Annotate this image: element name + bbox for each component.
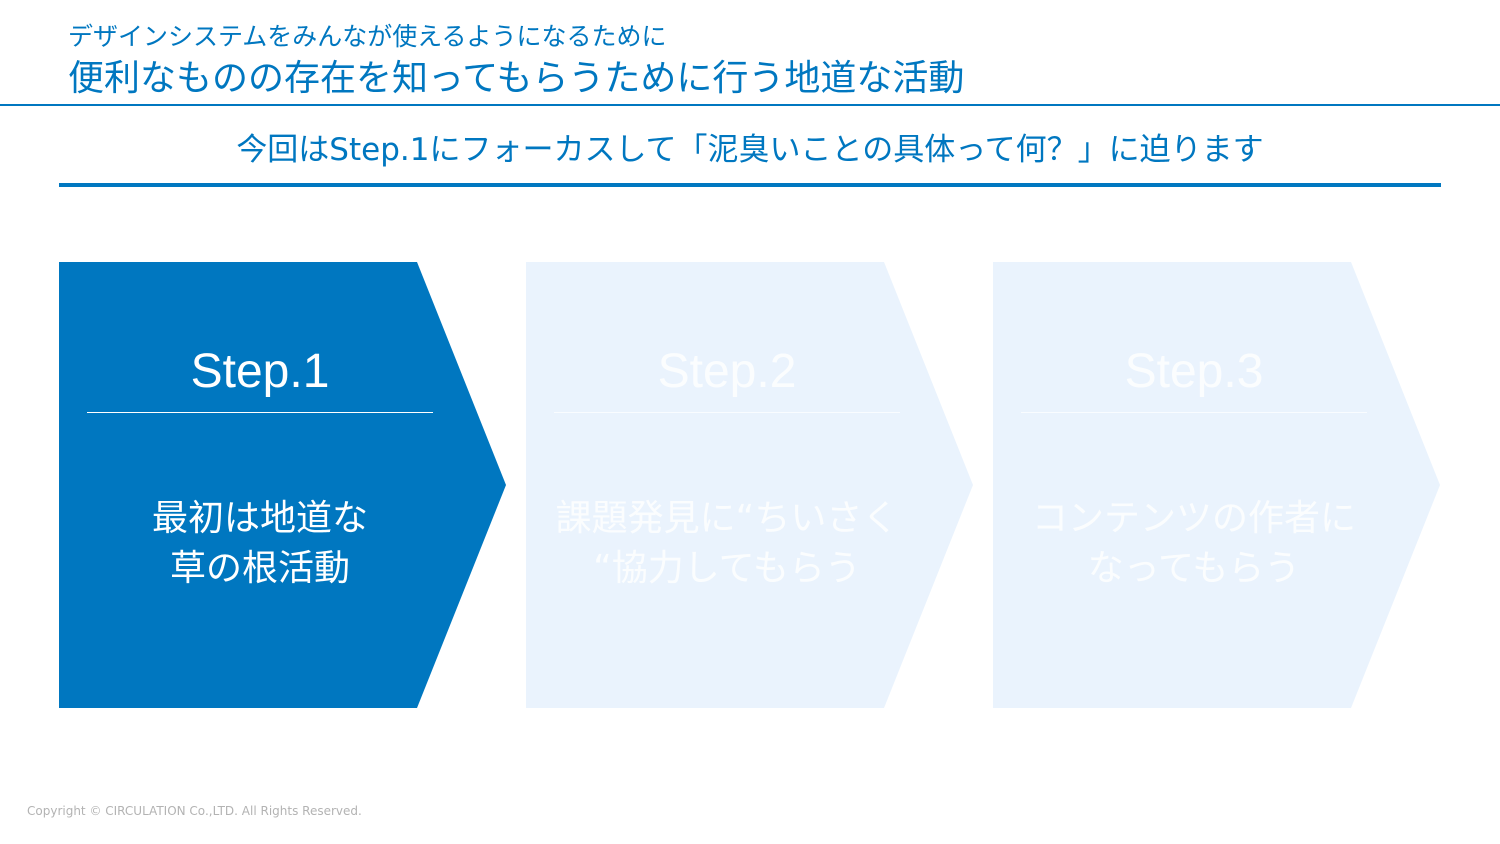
step-1-divider: [87, 412, 433, 413]
step-2-description: 課題発見に“ちいさく “協力してもらう: [547, 494, 907, 594]
step-1-line-1: 最初は地道な: [151, 498, 368, 539]
step-2-divider: [554, 412, 900, 413]
step-3-divider: [1021, 412, 1367, 413]
step-1-arrow-shape: [59, 262, 506, 708]
header-divider: [0, 104, 1500, 106]
step-3-description: コンテンツの作者に なってもらう: [1014, 494, 1374, 594]
slide-title: 便利なものの存在を知ってもらうために行う地道な活動: [68, 58, 965, 99]
step-1-description: 最初は地道な 草の根活動: [80, 494, 440, 594]
step-2-label: Step.2: [657, 345, 797, 398]
deck-subtitle: デザインシステムをみんなが使えるようになるために: [68, 22, 667, 51]
step-3-label: Step.3: [1124, 345, 1264, 398]
copyright-footer: Copyright © CIRCULATION Co.,LTD. All Rig…: [27, 804, 362, 818]
step-1-line-2: 草の根活動: [169, 548, 350, 589]
step-2-arrow-shape: [526, 262, 973, 708]
step-3-arrow-shape: [993, 262, 1440, 708]
step-2-line-1: 課題発見に“ちいさく: [555, 498, 899, 539]
lead-text: 今回はStep.1にフォーカスして「泥臭いことの具体って何？」に迫ります: [236, 132, 1264, 168]
step-1-label: Step.1: [190, 345, 330, 398]
step-3-line-1: コンテンツの作者に: [1031, 498, 1356, 539]
step-3-line-2: なってもらう: [1087, 548, 1301, 589]
lead-divider: [59, 183, 1441, 187]
step-2-line-2: “協力してもらう: [593, 548, 861, 589]
